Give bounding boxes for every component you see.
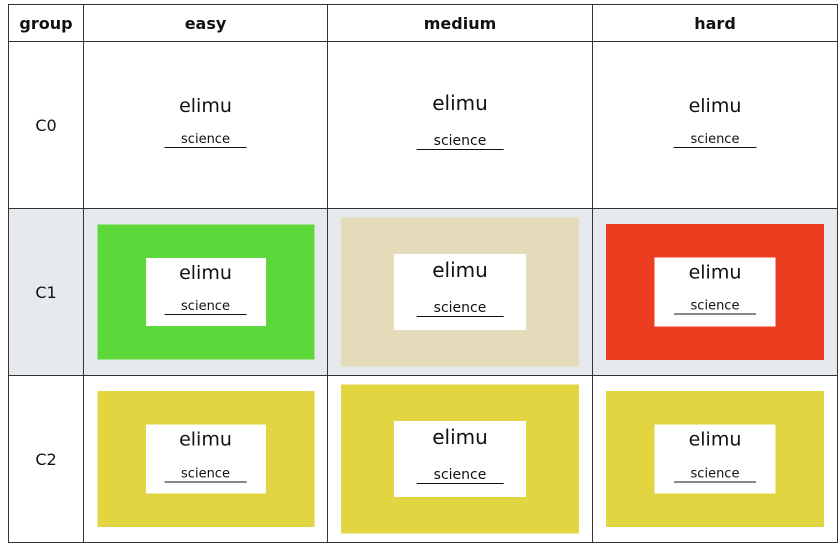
subject-text: science xyxy=(164,300,247,315)
row-c2: C2 elimu science elimu science xyxy=(8,375,838,543)
header-row: group easy medium hard xyxy=(8,4,838,42)
group-label: C1 xyxy=(8,208,84,376)
subject-text: science xyxy=(164,468,247,483)
cell-c0-hard: elimu science xyxy=(592,41,838,209)
subject-text: science xyxy=(673,468,757,483)
word-card: elimu science xyxy=(145,424,266,494)
group-label: C0 xyxy=(8,41,84,209)
word-card: elimu science xyxy=(394,254,526,330)
word-card: elimu science xyxy=(145,91,266,159)
subject-text: science xyxy=(673,300,757,315)
subject-text: science xyxy=(416,134,504,150)
word-text: elimu xyxy=(432,258,488,282)
word-card: elimu science xyxy=(145,258,266,326)
cell-c1-easy: elimu science xyxy=(83,208,328,376)
word-text: elimu xyxy=(432,91,488,115)
subject-text: science xyxy=(164,133,247,148)
subject-text: science xyxy=(673,133,757,148)
header-medium: medium xyxy=(327,4,593,42)
word-card: elimu science xyxy=(394,421,526,497)
group-label: C2 xyxy=(8,375,84,543)
word-card: elimu science xyxy=(394,87,526,163)
word-text: elimu xyxy=(179,428,232,451)
cell-c0-easy: elimu science xyxy=(83,41,328,209)
word-text: elimu xyxy=(688,95,742,117)
word-card: elimu science xyxy=(654,424,776,494)
word-text: elimu xyxy=(688,261,742,284)
header-group: group xyxy=(8,4,84,42)
subject-text: science xyxy=(416,468,504,484)
cell-c0-medium: elimu science xyxy=(327,41,593,209)
word-card: elimu science xyxy=(654,257,776,327)
word-text: elimu xyxy=(432,425,488,449)
cell-c1-hard: elimu science xyxy=(592,208,838,376)
row-c0: C0 elimu science elimu science elimu xyxy=(8,41,838,209)
word-card: elimu science xyxy=(655,91,775,159)
header-easy: easy xyxy=(83,4,328,42)
row-c1: C1 elimu science elimu science xyxy=(8,208,838,376)
cell-c2-medium: elimu science xyxy=(327,375,593,543)
header-hard: hard xyxy=(592,4,838,42)
word-text: elimu xyxy=(179,262,232,284)
subject-text: science xyxy=(416,301,504,317)
cell-c1-medium: elimu science xyxy=(327,208,593,376)
cell-c2-hard: elimu science xyxy=(592,375,838,543)
word-text: elimu xyxy=(179,95,232,117)
stimulus-grid: group easy medium hard C0 elimu science … xyxy=(8,4,838,543)
cell-c2-easy: elimu science xyxy=(83,375,328,543)
word-text: elimu xyxy=(688,428,742,451)
